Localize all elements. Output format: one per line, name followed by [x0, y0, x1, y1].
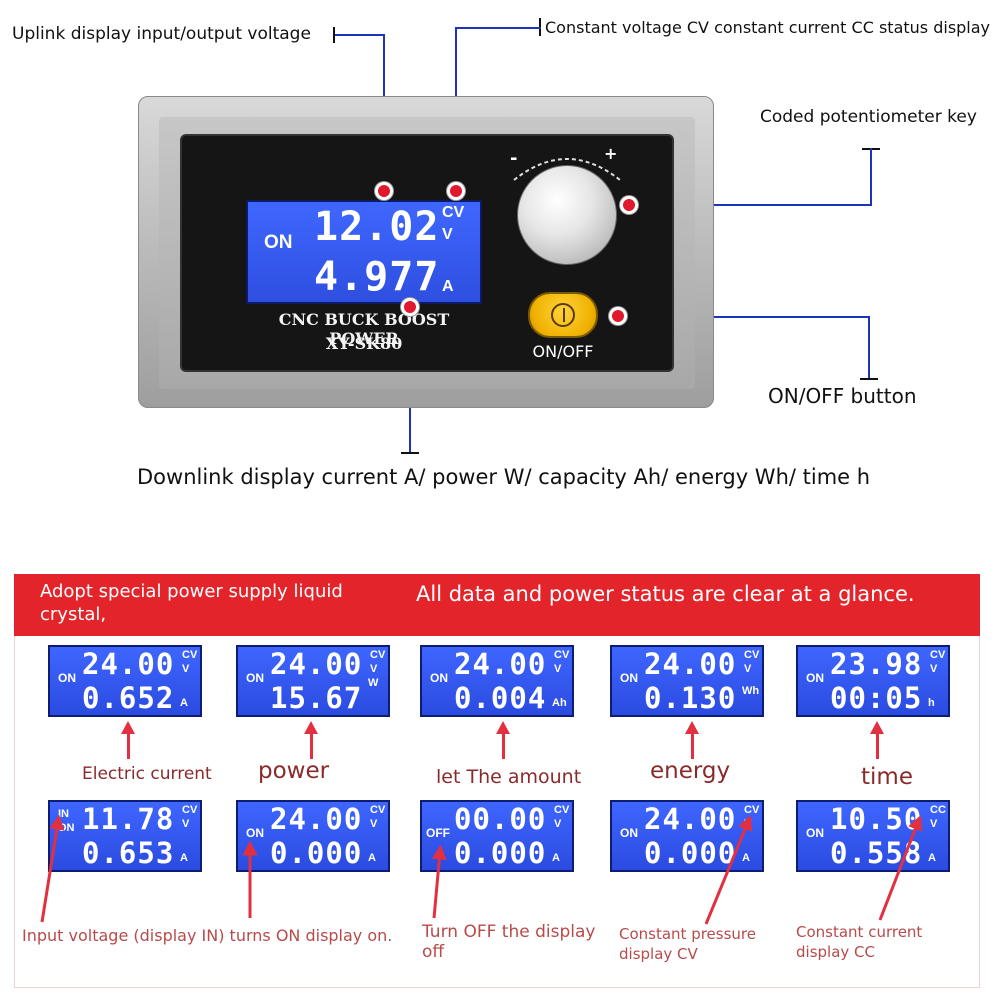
row1-lcd-current: ON 24.00 CV V 0.652 A: [48, 645, 202, 717]
onoff-label: ON/OFF: [532, 342, 594, 361]
power-icon: [551, 303, 575, 327]
lcd-state: ON: [264, 232, 293, 253]
callout-tick: [401, 452, 419, 454]
marker-dot: [401, 298, 419, 316]
caption-cv: Constant pressure display CV: [619, 925, 756, 963]
lcd-voltage-unit: V: [442, 226, 453, 243]
row2-lcd-off: OFF 00.00 CV V 0.000 A: [420, 800, 574, 872]
lcd-cv-indicator: CV: [442, 204, 465, 221]
lcd-voltage: 12.02: [314, 204, 440, 250]
label-time: time: [861, 764, 913, 790]
label-power: power: [258, 758, 330, 784]
callout-tick: [333, 27, 335, 43]
lcd-current-unit: A: [442, 278, 454, 295]
callout-tick: [860, 378, 878, 380]
callout-potentiometer: Coded potentiometer key: [760, 107, 977, 127]
row2-lcd-cc: ON 10.50 CC V 0.558 A: [796, 800, 950, 872]
caption-cc: Constant current display CC: [796, 923, 923, 961]
label-electric-current: Electric current: [82, 764, 212, 784]
banner-right-text: All data and power status are clear at a…: [416, 582, 915, 606]
knob-scale-arc: [513, 158, 621, 181]
row2-lcd-input-voltage: IN ON 11.78 CV V 0.653 A: [48, 800, 202, 872]
onoff-button[interactable]: [528, 292, 598, 338]
callout-line: [624, 316, 870, 318]
label-energy: energy: [650, 758, 731, 784]
marker-dot: [609, 307, 627, 325]
label-capacity: let The amount: [436, 766, 582, 788]
model-line2: XY-SK80: [325, 334, 403, 353]
banner-left-text: Adopt special power supply liquid crysta…: [40, 581, 343, 625]
lcd-current: 4.977: [314, 254, 440, 300]
row1-lcd-time: ON 23.98 CV V 00:05 h: [796, 645, 950, 717]
potentiometer-knob[interactable]: [517, 165, 617, 265]
red-banner: Adopt special power supply liquid crysta…: [14, 574, 980, 636]
row1-lcd-power: ON 24.00 CV V 15.67 W: [236, 645, 390, 717]
knob-minus-label: -: [510, 148, 518, 169]
pointer-arrow: [304, 721, 318, 759]
pointer-arrow: [121, 721, 135, 759]
callout-line: [455, 27, 541, 29]
callout-onoff: ON/OFF button: [768, 384, 917, 408]
row1-lcd-energy: ON 24.00 CV V 0.130 Wh: [610, 645, 764, 717]
callout-line: [335, 34, 385, 36]
callout-uplink: Uplink display input/output voltage: [12, 24, 311, 44]
callout-line: [870, 148, 872, 206]
row2-lcd-cv: ON 24.00 CV V 0.000 A: [610, 800, 764, 872]
row1-lcd-capacity: ON 24.00 CV V 0.004 Ah: [420, 645, 574, 717]
main-lcd-display: ON 12.02 CV V 4.977 A: [246, 200, 482, 304]
caption-turn-off: Turn OFF the display off: [422, 922, 596, 962]
pointer-arrow: [685, 721, 699, 759]
callout-cvcc: Constant voltage CV constant current CC …: [545, 18, 991, 37]
knob-plus-label: +: [604, 144, 618, 163]
callout-downlink: Downlink display current A/ power W/ cap…: [137, 465, 871, 489]
callout-line: [632, 204, 872, 206]
marker-dot: [620, 196, 638, 214]
marker-dot: [375, 182, 393, 200]
pointer-arrow: [496, 721, 510, 759]
caption-input-voltage: Input voltage (display IN) turns ON disp…: [22, 926, 393, 945]
callout-line: [868, 316, 870, 378]
row2-lcd-on: ON 24.00 CV V 0.000 A: [236, 800, 390, 872]
marker-dot: [447, 182, 465, 200]
pointer-arrow: [870, 721, 884, 759]
